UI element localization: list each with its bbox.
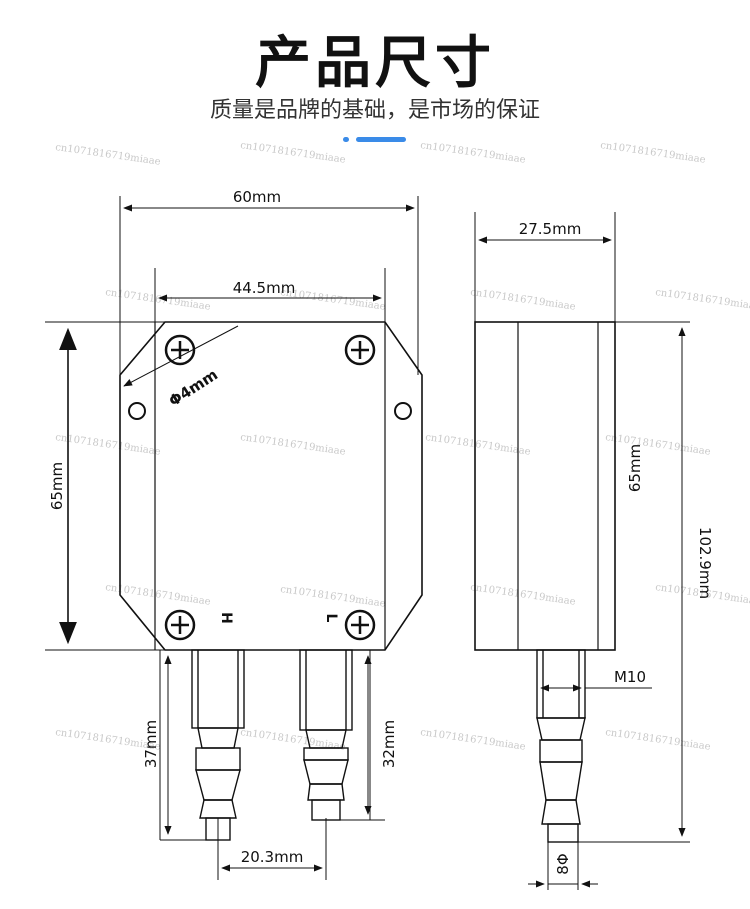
dim-body-height: 65mm: [626, 444, 644, 492]
dim-width: 60mm: [233, 188, 281, 206]
watermark: cn1071816719miaae: [240, 727, 347, 753]
watermark: cn1071816719miaae: [280, 287, 387, 313]
screw-icon: [344, 334, 376, 366]
watermark: cn1071816719miaae: [425, 432, 532, 458]
dim-thread: M10: [614, 668, 646, 686]
hose-barb-l: [299, 649, 353, 821]
port-h-label: H: [218, 612, 234, 624]
watermark: cn1071816719miaae: [105, 287, 212, 313]
screw-icon: [344, 609, 376, 641]
dim-depth: 27.5mm: [519, 220, 582, 238]
page-title: 产品尺寸: [255, 31, 495, 96]
dim-port-l-length: 32mm: [380, 720, 398, 768]
accent-bar: [356, 137, 406, 142]
dim-total-height: 102.9mm: [696, 527, 714, 599]
watermark: cn1071816719miaae: [420, 727, 527, 753]
dim-hole-spacing: 44.5mm: [233, 279, 296, 297]
front-dimensions: [45, 196, 419, 880]
watermark: cn1071816719miaae: [55, 432, 162, 458]
screw-icon: [164, 334, 196, 366]
dim-port-spacing: 20.3mm: [241, 848, 304, 866]
side-dimensions: [474, 212, 690, 890]
dim-height: 65mm: [48, 462, 66, 510]
page-subtitle: 质量是品牌的基础，是市场的保证: [209, 98, 540, 123]
watermark: cn1071816719miaae: [605, 727, 712, 753]
watermark: cn1071816719miaae: [280, 584, 387, 610]
watermark: cn1071816719miaae: [605, 432, 712, 458]
watermarks: cn1071816719miaae cn1071816719miaae cn10…: [55, 140, 750, 753]
screw-icon: [164, 609, 196, 641]
mounting-hole-right: [394, 402, 412, 420]
dim-barb-diameter: 8Φ: [554, 853, 572, 874]
watermark: cn1071816719miaae: [600, 140, 707, 166]
watermark: cn1071816719miaae: [470, 582, 577, 608]
port-l-label: L: [323, 614, 339, 623]
dim-port-h-length: 37mm: [142, 720, 160, 768]
watermark: cn1071816719miaae: [470, 287, 577, 313]
watermark: cn1071816719miaae: [655, 287, 750, 313]
watermark: cn1071816719miaae: [240, 432, 347, 458]
mounting-hole-left: [128, 402, 146, 420]
side-barb: [536, 649, 586, 843]
watermark: cn1071816719miaae: [420, 140, 527, 166]
accent-dot: [343, 137, 349, 142]
watermark: cn1071816719miaae: [240, 140, 347, 166]
watermark: cn1071816719miaae: [55, 142, 162, 168]
front-view: [119, 321, 423, 651]
hose-barb-h: [191, 649, 245, 841]
dim-hole-diameter: Φ4mm: [166, 365, 221, 410]
